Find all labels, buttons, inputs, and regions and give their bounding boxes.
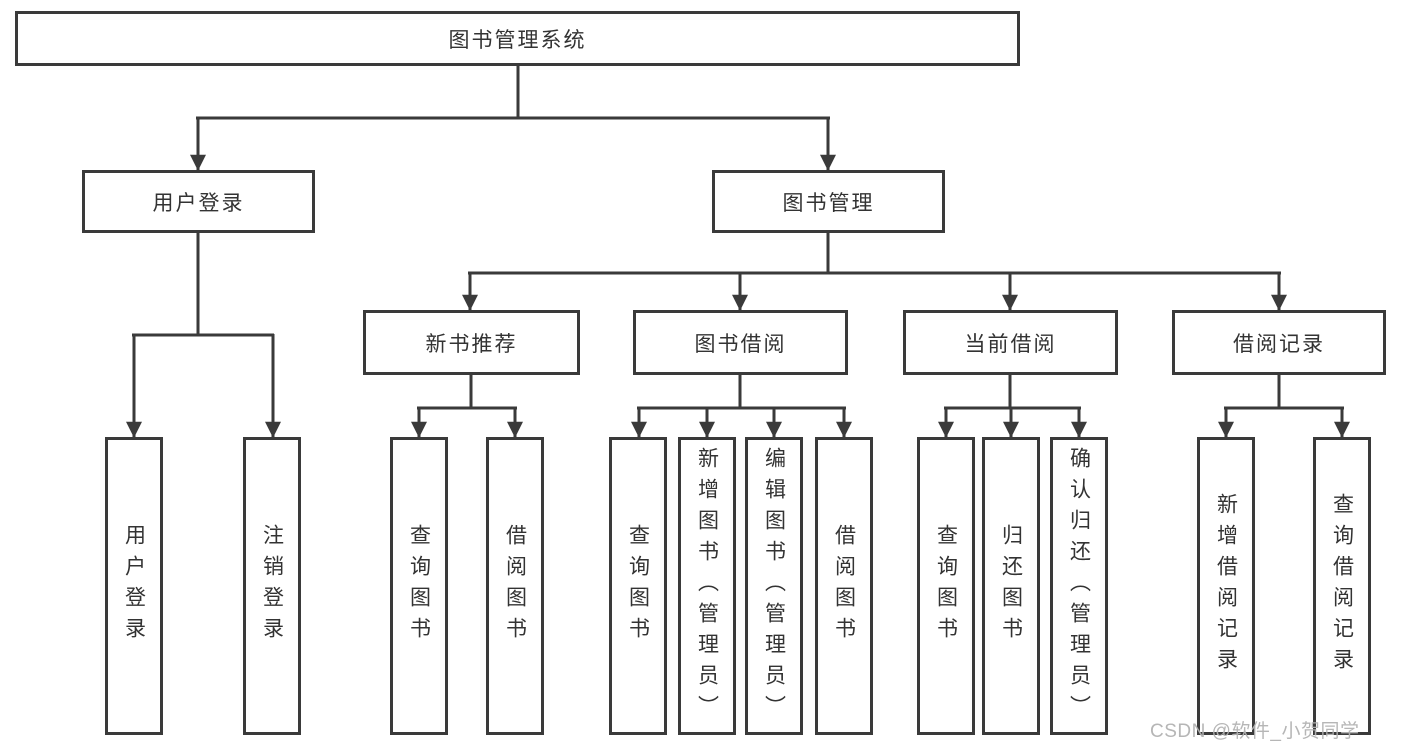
node-user-login: 用户登录 [82, 170, 315, 233]
node-book-borrow-label: 图书借阅 [694, 332, 787, 356]
leaf-confirm-return-admin-label: 确认归还（管理员） [1067, 446, 1091, 726]
leaf-query-books-1: 查询图书 [390, 437, 448, 735]
connector-user-login-to-leaves [126, 231, 281, 438]
leaf-confirm-return-admin: 确认归还（管理员） [1050, 437, 1108, 735]
leaf-user-login: 用户登录 [105, 437, 163, 735]
node-borrow-records: 借阅记录 [1172, 310, 1386, 375]
leaf-edit-books-admin-label: 编辑图书（管理员） [762, 446, 786, 726]
leaf-query-books-1-label: 查询图书 [407, 524, 431, 648]
leaf-logout: 注销登录 [243, 437, 301, 735]
connector-book-mgmt-to-level2 [462, 231, 1287, 311]
leaf-add-books-admin-label: 新增图书（管理员） [695, 446, 719, 726]
leaf-query-borrow-record-label: 查询借阅记录 [1330, 493, 1354, 679]
node-current-borrow-label: 当前借阅 [964, 332, 1057, 356]
node-root-library-system: 图书管理系统 [15, 11, 1020, 66]
leaf-query-books-3-label: 查询图书 [934, 524, 958, 648]
node-new-book-recommend-label: 新书推荐 [425, 332, 518, 356]
leaf-borrow-books-2: 借阅图书 [815, 437, 873, 735]
connector-current-to-leaves [938, 374, 1087, 438]
leaf-add-books-admin: 新增图书（管理员） [678, 437, 736, 735]
node-new-book-recommend: 新书推荐 [363, 310, 580, 375]
leaf-logout-label: 注销登录 [260, 524, 284, 648]
leaf-return-books-label: 归还图书 [999, 524, 1023, 648]
leaf-return-books: 归还图书 [982, 437, 1040, 735]
csdn-watermark: CSDN @软件_小贺同学 [1150, 721, 1360, 742]
node-borrow-records-label: 借阅记录 [1233, 332, 1325, 356]
leaf-borrow-books-1: 借阅图书 [486, 437, 544, 735]
node-book-management-label: 图书管理 [782, 191, 875, 215]
connector-borrow-to-leaves [631, 374, 852, 438]
leaf-add-borrow-record: 新增借阅记录 [1197, 437, 1255, 735]
node-current-borrow: 当前借阅 [903, 310, 1118, 375]
leaf-borrow-books-2-label: 借阅图书 [832, 524, 856, 648]
leaf-query-books-3: 查询图书 [917, 437, 975, 735]
connector-new-books-to-leaves [411, 374, 523, 438]
leaf-borrow-books-1-label: 借阅图书 [503, 524, 527, 648]
connector-records-to-leaves [1218, 374, 1350, 438]
leaf-edit-books-admin: 编辑图书（管理员） [745, 437, 803, 735]
node-user-login-label: 用户登录 [152, 191, 245, 215]
node-root-label: 图书管理系统 [448, 28, 587, 52]
node-book-borrow: 图书借阅 [633, 310, 848, 375]
node-book-management: 图书管理 [712, 170, 945, 233]
leaf-user-login-label: 用户登录 [122, 524, 146, 648]
leaf-query-books-2: 查询图书 [609, 437, 667, 735]
leaf-add-borrow-record-label: 新增借阅记录 [1214, 493, 1238, 679]
leaf-query-books-2-label: 查询图书 [626, 524, 650, 648]
leaf-query-borrow-record: 查询借阅记录 [1313, 437, 1371, 735]
connector-root-to-level1 [190, 66, 836, 171]
